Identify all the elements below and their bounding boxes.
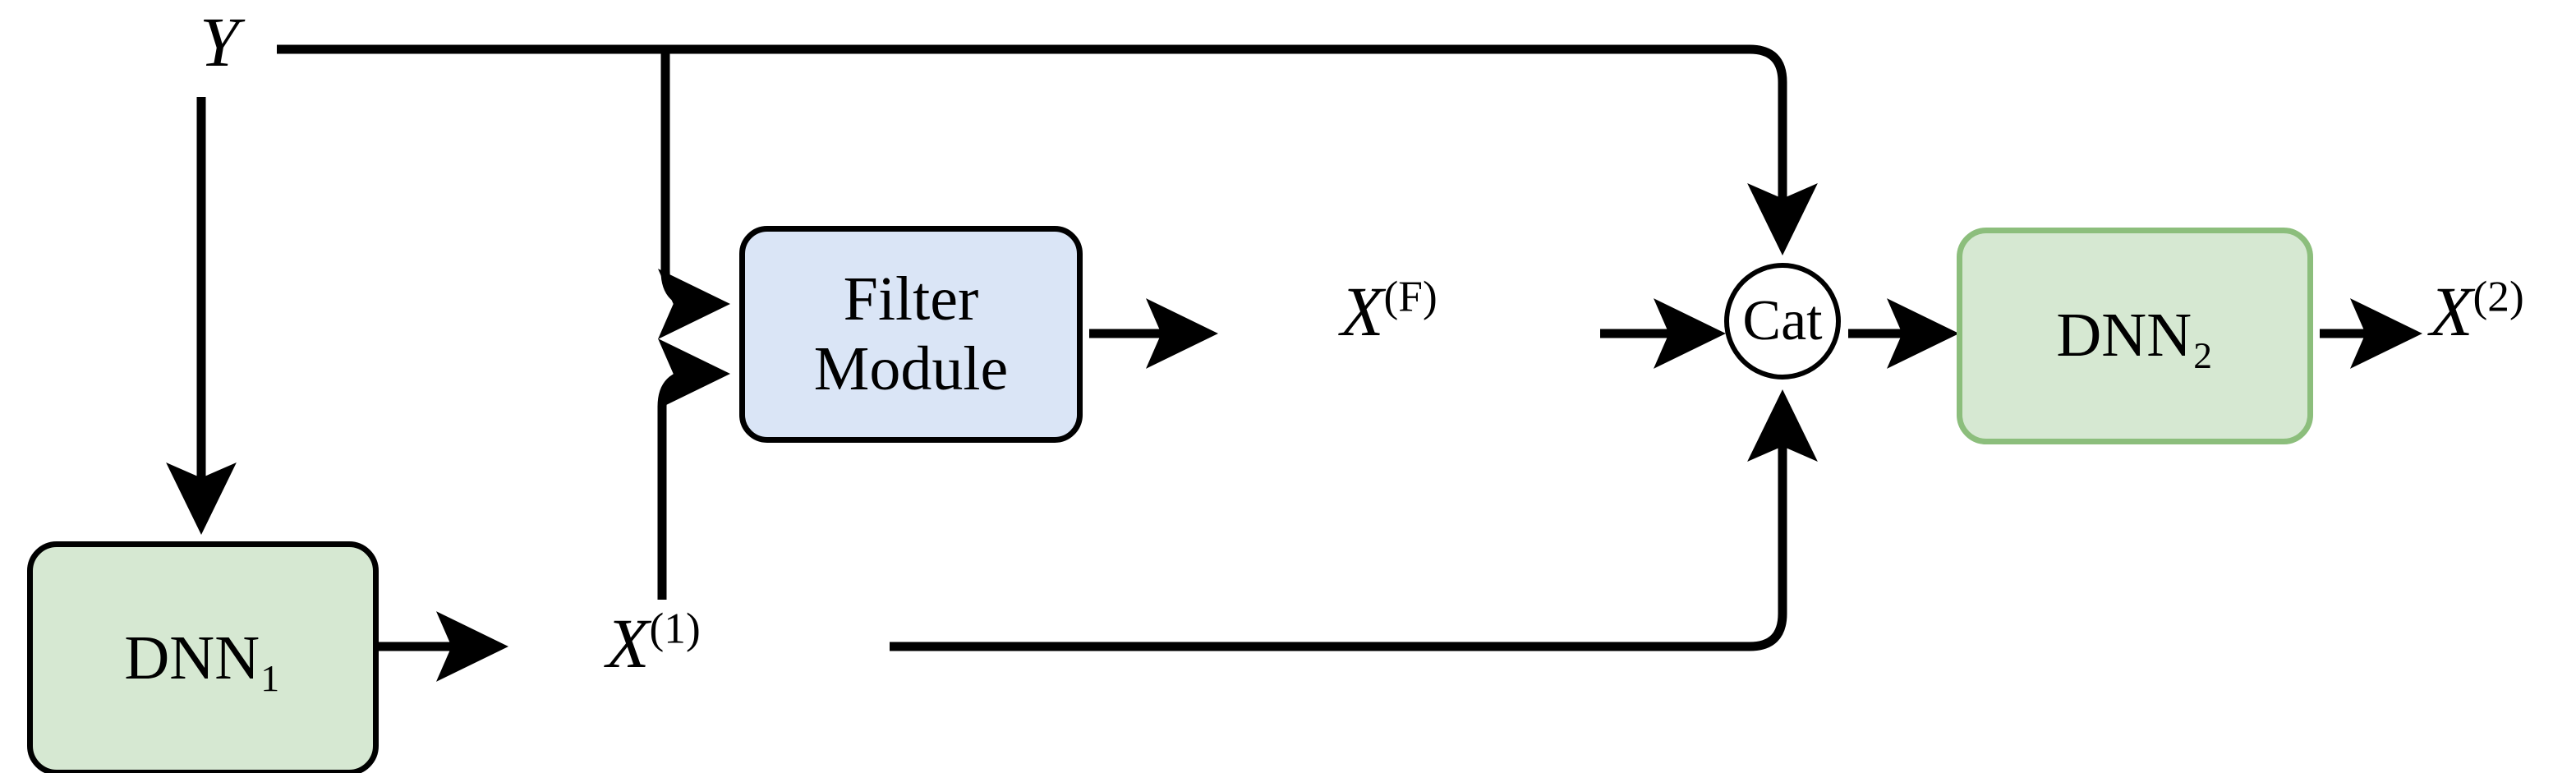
signal-x2-base: X xyxy=(2430,272,2473,351)
node-filter-module[interactable]: Filter Module xyxy=(739,226,1083,443)
node-filter-module-label: Filter Module xyxy=(813,264,1009,403)
node-cat[interactable]: Cat xyxy=(1724,263,1841,380)
node-dnn1[interactable]: DNN₁ xyxy=(27,541,379,773)
signal-label-x-hat-1: X(1) xyxy=(606,604,701,683)
signal-xf-base: X xyxy=(1341,272,1384,351)
signal-label-y: Y xyxy=(200,7,239,77)
node-dnn1-label: DNN₁ xyxy=(124,623,282,692)
signal-y-base: Y xyxy=(200,2,239,81)
signal-x1-superscript: (1) xyxy=(649,603,701,653)
edge-x1-to-filter xyxy=(657,338,731,600)
edge-y-to-filter xyxy=(658,52,731,339)
signal-label-x-hat-f: X(F) xyxy=(1341,272,1438,351)
signal-x2-superscript: (2) xyxy=(2472,271,2524,321)
signal-x1-base: X xyxy=(606,604,650,683)
edge-x1-to-cat xyxy=(890,389,1818,651)
signal-label-x-hat-2: X(2) xyxy=(2430,272,2524,351)
node-cat-label: Cat xyxy=(1742,288,1823,352)
node-dnn2-label: DNN₂ xyxy=(2056,301,2214,370)
edge-y-to-cat xyxy=(277,44,1818,256)
signal-xf-superscript: (F) xyxy=(1383,271,1438,321)
node-dnn2[interactable]: DNN₂ xyxy=(1957,228,2313,444)
